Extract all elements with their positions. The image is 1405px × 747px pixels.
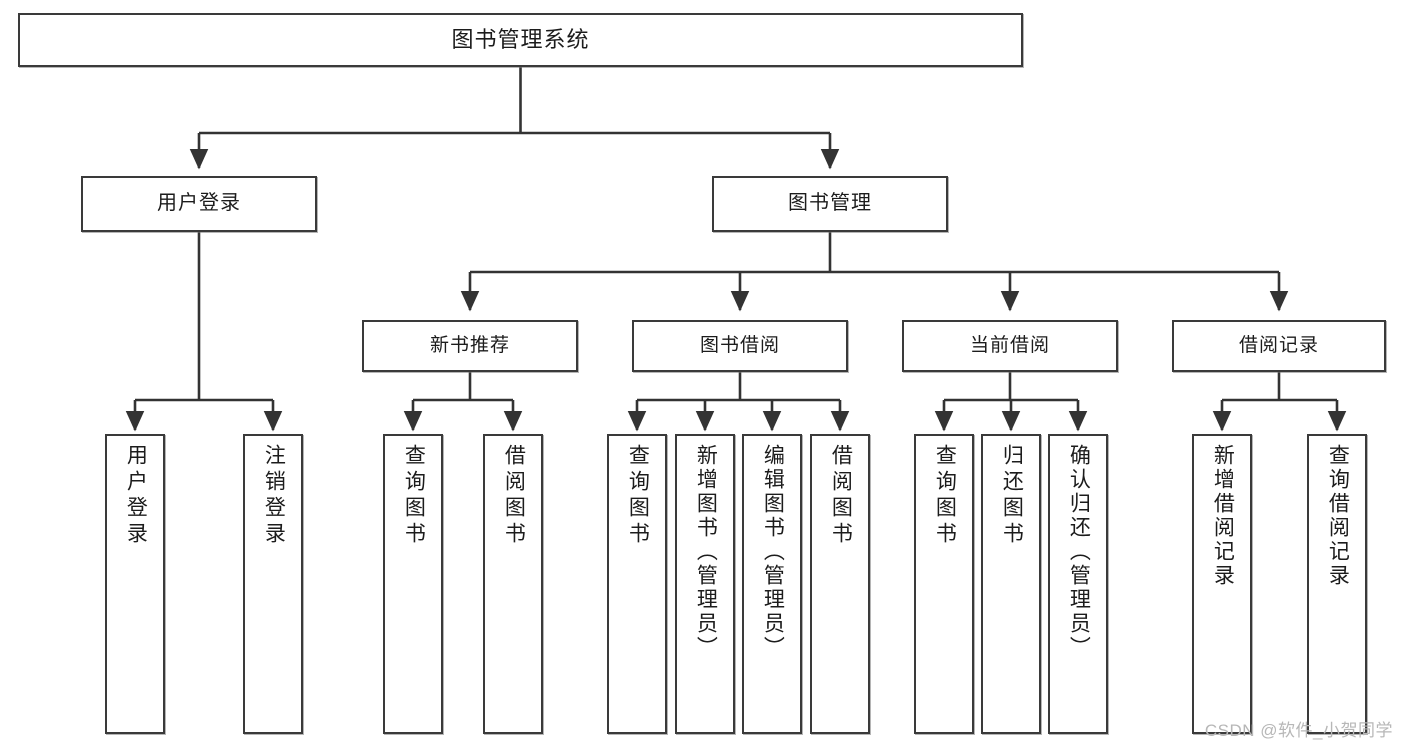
node-borrow-record-label: 借阅记录 — [1238, 334, 1319, 356]
leaf-current-return-books[interactable]: 归还图书 — [981, 434, 1041, 734]
node-new-book-recommend-label: 新书推荐 — [429, 334, 510, 356]
leaf-record-add-borrow-record[interactable]: 新增借阅记录 — [1192, 434, 1252, 734]
leaf-new-book-borrow-books[interactable]: 借阅图书 — [483, 434, 543, 734]
node-root-book-management-system[interactable]: 图书管理系统 — [18, 13, 1023, 67]
leaf-label: 借阅图书 — [829, 444, 853, 548]
node-current-borrow-label: 当前借阅 — [969, 334, 1050, 356]
leaf-label: 新增借阅记录 — [1211, 444, 1235, 588]
leaf-current-confirm-return-admin[interactable]: 确认归还（管理员） — [1048, 434, 1108, 734]
node-current-borrow[interactable]: 当前借阅 — [902, 320, 1118, 372]
leaf-borrow-borrow-books[interactable]: 借阅图书 — [810, 434, 870, 734]
leaf-label: 查询图书 — [402, 444, 426, 548]
leaf-borrow-edit-book-admin[interactable]: 编辑图书（管理员） — [742, 434, 802, 734]
leaf-user-login-logout[interactable]: 注销登录 — [243, 434, 303, 734]
node-book-management[interactable]: 图书管理 — [712, 176, 948, 232]
leaf-user-login-login[interactable]: 用户登录 — [105, 434, 165, 734]
leaf-label: 借阅图书 — [502, 444, 526, 548]
node-new-book-recommend[interactable]: 新书推荐 — [362, 320, 578, 372]
leaf-current-query-books[interactable]: 查询图书 — [914, 434, 974, 734]
csdn-watermark: CSDN @软件_小贺同学 — [1204, 721, 1393, 740]
leaf-new-book-query-books[interactable]: 查询图书 — [383, 434, 443, 734]
node-root-label: 图书管理系统 — [451, 27, 590, 53]
leaf-record-query-borrow-record[interactable]: 查询借阅记录 — [1307, 434, 1367, 734]
node-book-borrow[interactable]: 图书借阅 — [632, 320, 848, 372]
leaf-label: 归还图书 — [1000, 444, 1024, 548]
node-book-borrow-label: 图书借阅 — [699, 334, 780, 356]
leaf-borrow-query-books[interactable]: 查询图书 — [607, 434, 667, 734]
node-user-login[interactable]: 用户登录 — [81, 176, 317, 232]
leaf-label: 确认归还（管理员） — [1067, 444, 1091, 660]
leaf-label: 查询图书 — [933, 444, 957, 548]
leaf-label: 查询借阅记录 — [1326, 444, 1350, 588]
node-book-management-label: 图书管理 — [788, 192, 872, 215]
node-user-login-label: 用户登录 — [157, 192, 241, 215]
node-borrow-record[interactable]: 借阅记录 — [1172, 320, 1386, 372]
leaf-label: 注销登录 — [262, 444, 286, 548]
leaf-label: 查询图书 — [626, 444, 650, 548]
leaf-label: 用户登录 — [124, 444, 148, 548]
leaf-label: 新增图书（管理员） — [694, 444, 718, 660]
leaf-label: 编辑图书（管理员） — [761, 444, 785, 660]
leaf-borrow-add-book-admin[interactable]: 新增图书（管理员） — [675, 434, 735, 734]
